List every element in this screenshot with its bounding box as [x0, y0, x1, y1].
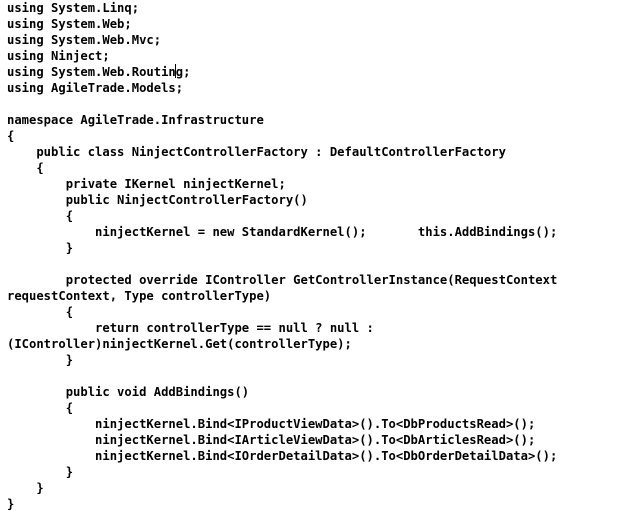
code-line [7, 256, 557, 272]
code-line: { [7, 161, 44, 175]
code-line: } [7, 497, 15, 511]
code-line: requestContext, Type controllerType) [7, 289, 272, 303]
code-line: return controllerType == null ? null : [7, 321, 374, 335]
code-line: ninjectKernel.Bind<IOrderDetailData>().T… [7, 449, 558, 463]
code-line: } [7, 353, 74, 367]
code-line: using System.Web; [7, 17, 132, 31]
code-line: public NinjectControllerFactory() [7, 193, 308, 207]
code-line: using Ninject; [7, 49, 110, 63]
code-line: } [7, 465, 74, 479]
code-line: public void AddBindings() [7, 385, 250, 399]
code-line: ninjectKernel.Bind<IProductViewData>().T… [7, 417, 536, 431]
code-line: using System.Web.Routing; [7, 65, 191, 79]
code-line: { [7, 129, 15, 143]
code-line: private IKernel ninjectKernel; [7, 177, 286, 191]
code-line: { [7, 401, 74, 415]
code-line: } [7, 481, 44, 495]
code-line: { [7, 209, 74, 223]
code-line: using AgileTrade.Models; [7, 81, 184, 95]
code-line: (IController)ninjectKernel.Get(controlle… [7, 337, 352, 351]
code-text[interactable]: using System.Linq; using System.Web; usi… [7, 0, 557, 511]
code-line: using System.Linq; [7, 1, 140, 15]
code-line [7, 96, 557, 112]
code-line: using System.Web.Mvc; [7, 33, 162, 47]
code-line: namespace AgileTrade.Infrastructure [7, 113, 264, 127]
code-line: ninjectKernel.Bind<IArticleViewData>().T… [7, 433, 536, 447]
code-line [7, 368, 557, 384]
code-line: protected override IController GetContro… [7, 273, 558, 287]
text-cursor [175, 64, 176, 78]
code-line: } [7, 241, 74, 255]
code-line: { [7, 305, 74, 319]
code-line: public class NinjectControllerFactory : … [7, 145, 506, 159]
code-line: ninjectKernel = new StandardKernel(); th… [7, 225, 558, 239]
